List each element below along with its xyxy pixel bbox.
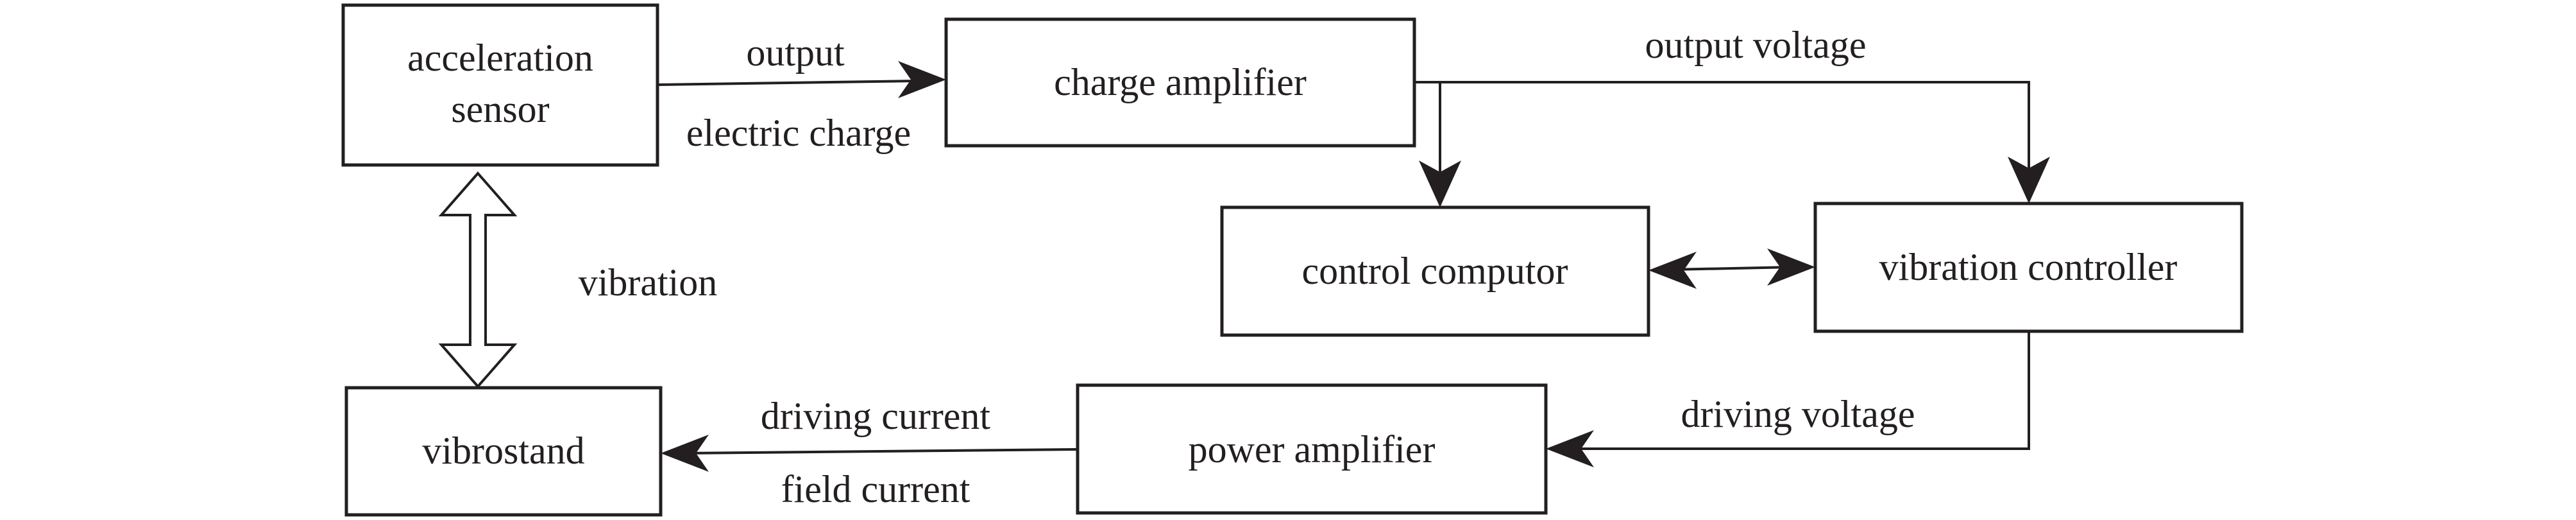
driving-voltage-line [1570,331,2030,450]
driving-voltage-label: driving voltage [1681,393,1915,435]
output-voltage-line [1414,81,2030,180]
output-voltage-label: output voltage [1645,24,1867,66]
output-voltage-arrowhead [2008,157,2050,204]
sensor-to-amplifier-line [657,80,918,86]
driving-voltage-arrowhead [1546,430,1594,467]
computor-controller-left-arrowhead [1648,252,1697,289]
driving-current-label: driving current [761,395,991,437]
output-label: output [746,31,845,74]
vibrostand-label: vibrostand [422,429,584,472]
acceleration-sensor-label-line1: acceleration [407,37,593,79]
computor-controller-right-arrowhead [1767,248,1815,286]
vibration-double-arrow [438,171,518,389]
acceleration-sensor-box [341,3,659,167]
control-computor-label: control computor [1302,250,1568,292]
electric-charge-label: electric charge [686,112,911,154]
vibration-label: vibration [579,261,718,304]
driving-current-arrowhead [661,435,709,472]
vibrostand-box [344,386,663,517]
charge-amplifier-label: charge amplifier [1054,61,1307,103]
charge-amplifier-box [944,17,1416,148]
acceleration-sensor-label-line2: sensor [451,88,549,130]
control-computor-box [1220,205,1650,337]
vibration-controller-box [1813,202,2244,333]
power-amplifier-label: power amplifier [1189,428,1436,471]
computor-controller-link-line [1670,266,1793,271]
vibration-controller-label: vibration controller [1879,246,2178,288]
field-current-label: field current [781,468,970,510]
driving-current-line [684,448,1078,455]
power-amplifier-box [1076,383,1548,515]
sensor-to-amplifier-arrowhead [898,61,946,98]
amplifier-to-computor-arrowhead [1419,160,1461,207]
